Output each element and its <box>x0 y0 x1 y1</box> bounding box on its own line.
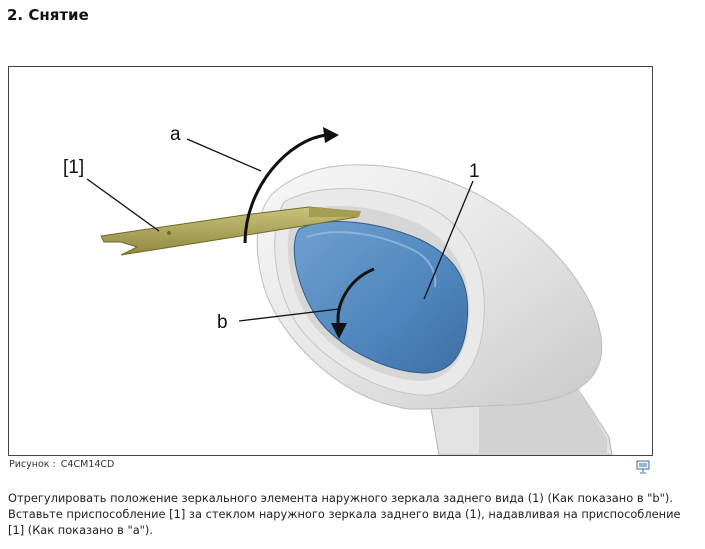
caption-label: Рисунок : <box>9 459 56 470</box>
arrow-b-head <box>331 323 347 339</box>
label-arrow-a: a <box>170 124 181 145</box>
figure-caption: Рисунок : C4CM14CD <box>9 459 116 470</box>
leader-line-a <box>186 138 262 172</box>
instructions: Отрегулировать положение зеркального эле… <box>8 490 700 538</box>
leader-line-mirror <box>423 180 474 300</box>
caption-code: C4CM14CD <box>60 459 115 470</box>
arrow-a-curve <box>243 133 328 244</box>
instruction-step-2: Вставьте приспособление [1] за стеклом н… <box>8 507 681 537</box>
mirror-removal-illustration: [1] a 1 b <box>63 124 613 455</box>
leader-line-tool <box>86 178 160 232</box>
section-title: 2. Снятие <box>7 6 89 24</box>
label-mirror-ref: 1 <box>469 161 480 182</box>
arrow-a-head <box>323 127 339 143</box>
label-arrow-b: b <box>217 312 228 333</box>
arrow-b-curve <box>336 267 375 330</box>
figure-frame: [1] a 1 b <box>8 66 653 456</box>
instruction-step-1: Отрегулировать положение зеркального эле… <box>8 491 673 505</box>
leader-line-b <box>238 308 340 322</box>
print-icon[interactable] <box>636 459 650 474</box>
label-tool-ref: [1] <box>63 157 84 178</box>
